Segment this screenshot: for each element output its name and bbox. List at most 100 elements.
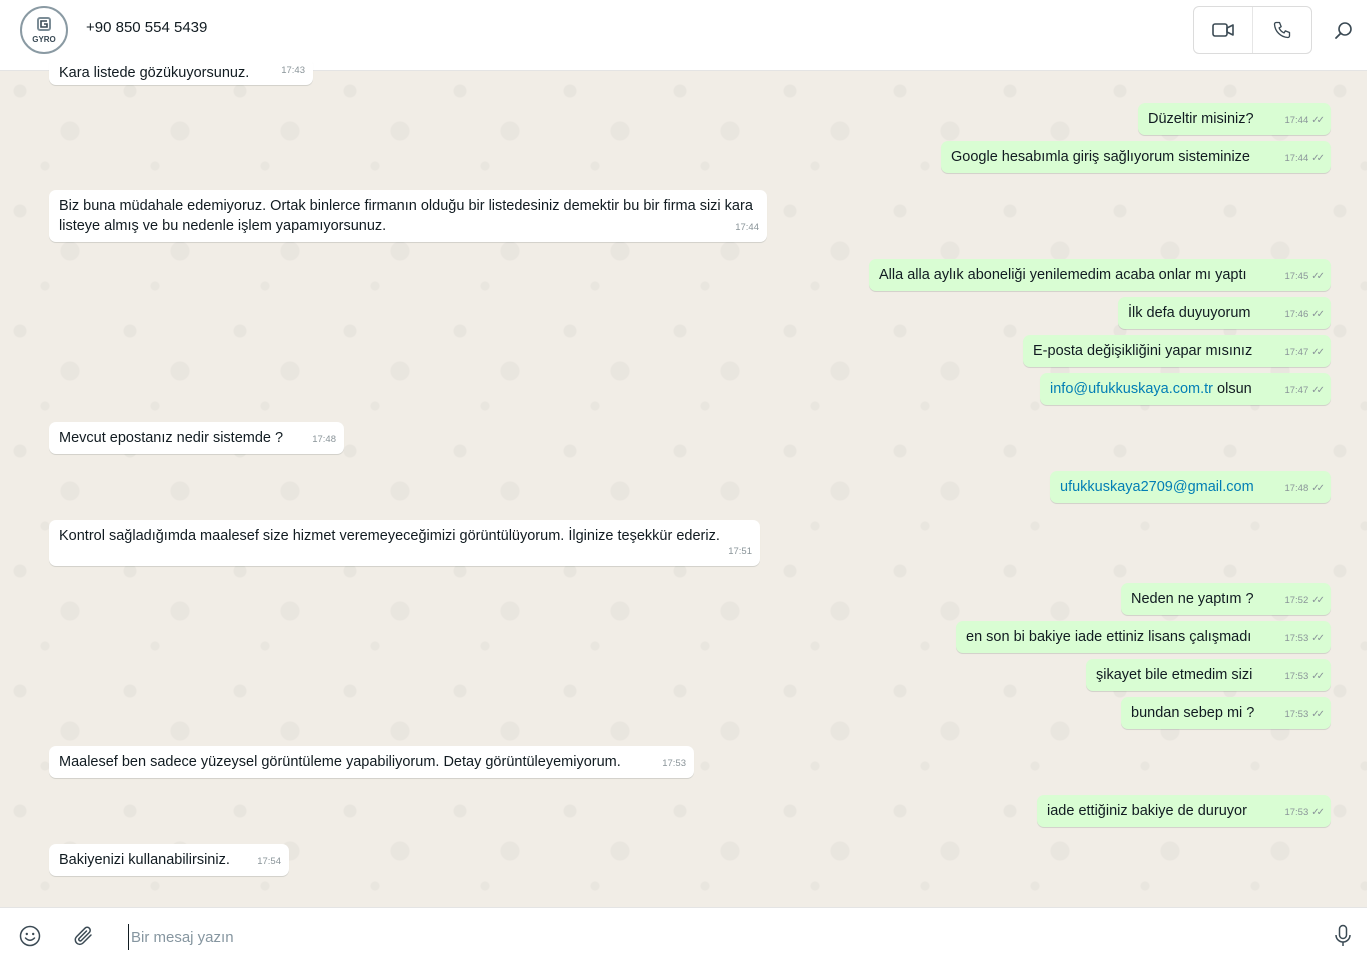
message-outgoing[interactable]: Alla alla aylık aboneliği yenilemedim ac…: [869, 259, 1331, 291]
message-incoming[interactable]: Bakiyenizi kullanabilirsiniz. 17:54: [49, 844, 289, 876]
message-time: 17:43: [281, 65, 305, 76]
message-outgoing[interactable]: ufukkuskaya2709@gmail.com 17:48✓✓: [1050, 471, 1331, 503]
message-text: olsun: [1213, 381, 1252, 397]
message-time: 17:48: [312, 434, 336, 445]
message-text: Alla alla aylık aboneliği yenilemedim ac…: [879, 267, 1247, 283]
message-time: 17:45: [1284, 271, 1309, 282]
message-text: Kara listede gözükuyorsunuz.: [59, 65, 250, 81]
read-ticks-icon: ✓✓: [1311, 483, 1325, 494]
message-time: 17:53: [1284, 671, 1309, 682]
message-time: 17:54: [257, 856, 281, 867]
message-text: Maalesef ben sadece yüzeysel görüntüleme…: [59, 754, 621, 770]
gyro-logo-icon: GYRO: [32, 17, 56, 44]
message-text: iade ettiğiniz bakiye de duruyor: [1047, 803, 1247, 819]
message-time: 17:44: [1284, 115, 1309, 126]
message-text: Kontrol sağladığımda maalesef size hizme…: [59, 528, 720, 544]
message-incoming[interactable]: Maalesef ben sadece yüzeysel görüntüleme…: [49, 746, 694, 778]
message-meta: 17:53✓✓: [1284, 667, 1325, 687]
message-meta: 17:53✓✓: [1284, 705, 1325, 725]
message-outgoing[interactable]: Neden ne yaptım ? 17:52✓✓: [1121, 583, 1331, 615]
email-link[interactable]: info@ufukkuskaya.com.tr: [1050, 381, 1214, 397]
message-incoming[interactable]: Mevcut epostanız nedir sistemde ? 17:48: [49, 422, 344, 454]
message-time: 17:52: [1284, 595, 1309, 606]
message-text: Google hesabımla giriş sağlıyorum sistem…: [951, 149, 1250, 165]
avatar[interactable]: GYRO: [20, 6, 68, 54]
message-text: Düzeltir misiniz?: [1148, 111, 1254, 127]
message-time: 17:48: [1284, 483, 1309, 494]
read-ticks-icon: ✓✓: [1311, 671, 1325, 682]
phone-icon: [1273, 21, 1291, 39]
message-outgoing[interactable]: Google hesabımla giriş sağlıyorum sistem…: [941, 141, 1331, 173]
message-meta: 17:53✓✓: [1284, 629, 1325, 649]
message-outgoing[interactable]: iade ettiğiniz bakiye de duruyor 17:53✓✓: [1037, 795, 1331, 827]
call-button-group: [1193, 6, 1312, 54]
voice-call-button[interactable]: [1253, 7, 1311, 53]
contact-name[interactable]: +90 850 554 5439: [86, 19, 208, 36]
read-ticks-icon: ✓✓: [1311, 309, 1325, 320]
message-meta: 17:53: [662, 754, 686, 774]
email-link[interactable]: ufukkuskaya2709@gmail.com: [1060, 479, 1254, 495]
message-meta: 17:48✓✓: [1284, 479, 1325, 499]
message-text: Biz buna müdahale edemiyoruz. Ortak binl…: [59, 198, 753, 234]
message-incoming[interactable]: Biz buna müdahale edemiyoruz. Ortak binl…: [49, 190, 767, 242]
message-time: 17:53: [1284, 709, 1309, 720]
message-time: 17:47: [1284, 347, 1309, 358]
read-ticks-icon: ✓✓: [1311, 709, 1325, 720]
message-meta: 17:44: [735, 218, 759, 238]
message-outgoing[interactable]: Düzeltir misiniz? 17:44✓✓: [1138, 103, 1331, 135]
message-text: Neden ne yaptım ?: [1131, 591, 1254, 607]
message-text: İlk defa duyuyorum: [1128, 305, 1251, 321]
message-time: 17:46: [1284, 309, 1309, 320]
microphone-icon: [1335, 924, 1351, 946]
message-input[interactable]: [128, 924, 1283, 950]
message-text: en son bi bakiye iade ettiniz lisans çal…: [966, 629, 1252, 645]
message-outgoing[interactable]: bundan sebep mi ? 17:53✓✓: [1121, 697, 1331, 729]
video-call-button[interactable]: [1194, 7, 1253, 53]
avatar-text: GYRO: [32, 35, 56, 44]
message-text: şikayet bile etmedim sizi: [1096, 667, 1253, 683]
message-meta: 17:43: [281, 61, 305, 81]
search-button[interactable]: [1332, 19, 1356, 43]
message-outgoing[interactable]: İlk defa duyuyorum 17:46✓✓: [1118, 297, 1331, 329]
message-outgoing[interactable]: E-posta değişikliğini yapar mısınız 17:4…: [1023, 335, 1331, 367]
message-outgoing[interactable]: en son bi bakiye iade ettiniz lisans çal…: [956, 621, 1331, 653]
message-meta: 17:46✓✓: [1284, 305, 1325, 325]
message-outgoing[interactable]: şikayet bile etmedim sizi 17:53✓✓: [1086, 659, 1331, 691]
attach-button[interactable]: [72, 924, 96, 948]
search-icon: [1335, 22, 1352, 39]
message-meta: 17:47✓✓: [1284, 343, 1325, 363]
message-text: bundan sebep mi ?: [1131, 705, 1255, 721]
message-time: 17:53: [1284, 807, 1309, 818]
message-meta: 17:44✓✓: [1284, 111, 1324, 131]
message-meta: 17:44✓✓: [1284, 149, 1325, 169]
message-text: E-posta değişikliğini yapar mısınız: [1033, 343, 1253, 359]
emoji-button[interactable]: [18, 924, 42, 948]
message-incoming[interactable]: Kontrol sağladığımda maalesef size hizme…: [49, 520, 760, 566]
read-ticks-icon: ✓✓: [1311, 153, 1325, 164]
voice-message-button[interactable]: [1331, 924, 1355, 948]
message-meta: 17:48: [312, 430, 336, 450]
message-time: 17:47: [1284, 385, 1309, 396]
emoji-icon: [19, 925, 41, 947]
message-time: 17:51: [728, 546, 752, 557]
message-text: Bakiyenizi kullanabilirsiniz.: [59, 852, 230, 868]
read-ticks-icon: ✓✓: [1311, 347, 1325, 358]
read-ticks-icon: ✓✓: [1311, 807, 1325, 818]
message-time: 17:53: [1284, 633, 1309, 644]
message-meta: 17:51: [728, 542, 752, 562]
message-text: Mevcut epostanız nedir sistemde ?: [59, 430, 284, 446]
message-list[interactable]: Kara listede gözükuyorsunuz. 17:43 Düzel…: [0, 57, 1367, 907]
paperclip-icon: [74, 926, 92, 946]
video-camera-icon: [1212, 23, 1234, 37]
message-time: 17:53: [662, 758, 686, 769]
read-ticks-icon: ✓✓: [1311, 633, 1325, 644]
message-time: 17:44: [735, 222, 759, 233]
message-incoming[interactable]: Kara listede gözükuyorsunuz. 17:43: [49, 57, 313, 85]
message-outgoing[interactable]: info@ufukkuskaya.com.tr olsun 17:47✓✓: [1040, 373, 1331, 405]
message-meta: 17:53✓✓: [1284, 803, 1325, 823]
read-ticks-icon: ✓✓: [1311, 385, 1325, 396]
message-time: 17:44: [1284, 153, 1309, 164]
message-meta: 17:47✓✓: [1284, 381, 1325, 401]
message-meta: 17:52✓✓: [1284, 591, 1324, 611]
